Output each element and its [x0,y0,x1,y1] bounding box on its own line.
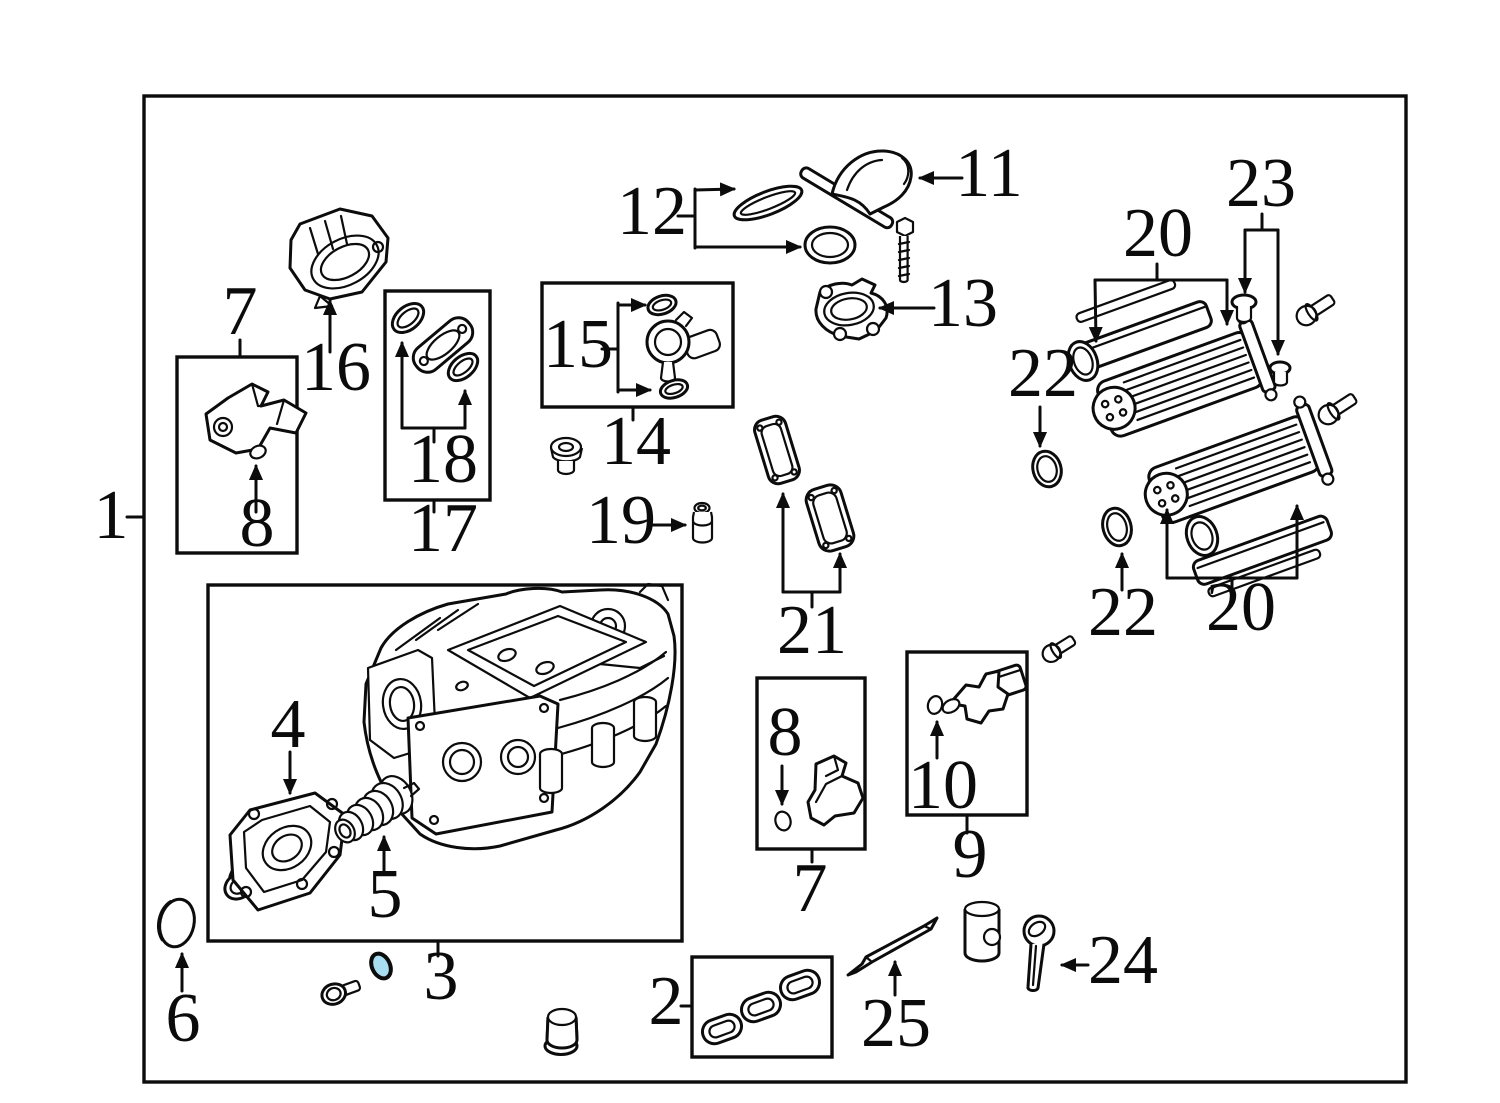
intake-gaskets [700,968,822,1046]
sealing-plug-a [1230,293,1258,324]
intake-elbow [799,149,913,230]
sealing-plug-b [1268,360,1292,387]
o-ring-highlighted [369,951,393,981]
hose-cap [543,1007,579,1056]
o-ring-22-top [1031,449,1063,489]
mounting-boss [538,695,658,795]
box-17-18 [383,289,492,502]
canister [963,900,1002,963]
cover-flange [814,277,889,342]
flange-bolt [320,979,362,1006]
manifold-gaskets [753,414,856,553]
bolt-top-right-2 [1317,393,1358,426]
sensor-mid [774,754,865,832]
bellows-coupling [334,775,421,844]
camshaft-sensor-top [204,382,308,455]
damper-bushing [691,501,714,544]
o-ring-8-mid [774,810,792,832]
leader-lines [125,171,1304,1008]
pressure-sensor [941,663,1028,725]
coupling-housing [223,791,347,912]
grommet [549,436,584,476]
intercooler-bottom [1143,395,1335,524]
box-7-8-mid [755,676,867,851]
box-15-14 [540,281,735,409]
bolt-mid [1041,635,1077,664]
group-boxes [175,281,1029,1059]
box-3 [206,583,684,943]
sealing-cap [156,897,196,949]
box-7-8-top [175,355,299,555]
flange-seal-kit [390,301,480,383]
retaining-key [1022,914,1056,993]
o-ring-10 [926,695,944,715]
o-ring-22-mid [1101,506,1133,548]
bolt-top-right-1 [1295,294,1336,327]
elbow-bolt [895,216,915,284]
elbow-seals [732,184,857,265]
o-ring-8-top [249,444,267,460]
supercharger-body [362,582,677,851]
bypass-valve [645,293,722,400]
charge-tube-bottom [1184,514,1333,598]
throttle-body [288,207,390,310]
diagram-frame [142,94,1408,1084]
charge-tube-top [1066,279,1213,382]
